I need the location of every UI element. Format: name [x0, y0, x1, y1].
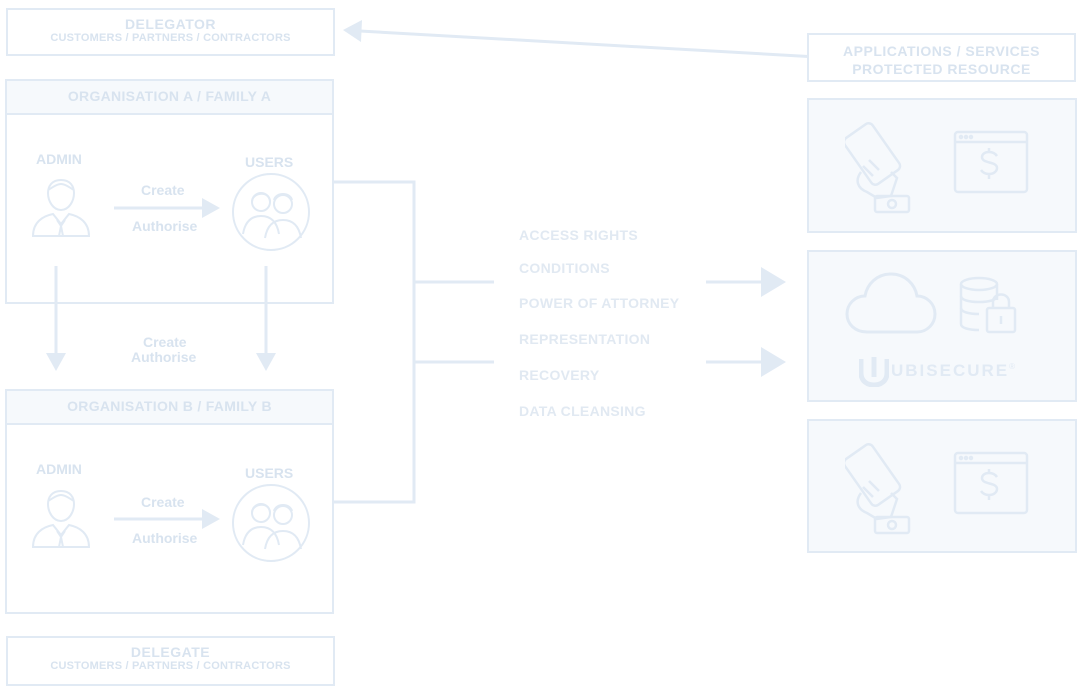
delegator-box: DELEGATOR CUSTOMERS / PARTNERS / CONTRAC…	[6, 8, 335, 56]
organisation-b-header: ORGANISATION B / FAMILY B	[5, 389, 334, 425]
org-b-authorise-label: Authorise	[132, 530, 198, 546]
users-group-icon	[232, 484, 310, 562]
delegator-subtitle: CUSTOMERS / PARTNERS / CONTRACTORS	[50, 32, 291, 44]
applications-line2: PROTECTED RESOURCE	[852, 61, 1031, 77]
rights-item-recovery: RECOVERY	[519, 367, 600, 383]
hand-phone-icon	[845, 443, 911, 535]
browser-dollar-icon	[953, 451, 1029, 515]
between-create-label: Create	[143, 334, 187, 350]
rights-item-access-rights: ACCESS RIGHTS	[519, 227, 639, 243]
between-authorise-label: Authorise	[131, 349, 197, 365]
browser-dollar-icon	[953, 130, 1029, 194]
applications-line1: APPLICATIONS / SERVICES	[843, 43, 1040, 59]
delegate-box: DELEGATE CUSTOMERS / PARTNERS / CONTRACT…	[6, 636, 335, 686]
ubisecure-brand-name: UBISECURE	[891, 361, 1010, 380]
rights-item-data-cleansing: DATA CLEANSING	[519, 403, 646, 419]
resource-panel-2: UBISECURE ®	[807, 250, 1077, 402]
ubisecure-brand-mark: ®	[1009, 362, 1016, 371]
delegator-title: DELEGATOR	[124, 16, 217, 32]
rights-item-power-of-attorney: POWER OF ATTORNEY	[519, 295, 680, 311]
org-a-admin-label: ADMIN	[36, 151, 82, 167]
delegate-subtitle: CUSTOMERS / PARTNERS / CONTRACTORS	[50, 660, 291, 672]
bracket-connector	[334, 180, 494, 504]
ubisecure-mark-icon	[859, 357, 889, 387]
cloud-icon	[845, 272, 937, 334]
org-b-create-label: Create	[141, 494, 185, 510]
rights-item-conditions: CONDITIONS	[519, 260, 610, 276]
resource-panel-3	[807, 419, 1077, 553]
arrow-admin-down	[46, 266, 66, 371]
person-icon	[31, 178, 91, 237]
ubisecure-logo: UBISECURE ®	[859, 354, 1015, 388]
org-a-authorise-label: Authorise	[132, 218, 198, 234]
delegate-title: DELEGATE	[130, 644, 211, 660]
org-b-admin-label: ADMIN	[36, 461, 82, 477]
rights-item-representation: REPRESENTATION	[519, 331, 651, 347]
arrow-a-admin-to-users	[114, 198, 220, 218]
arrow-b-admin-to-users	[114, 509, 220, 529]
applications-box: APPLICATIONS / SERVICES PROTECTED RESOUR…	[807, 33, 1076, 82]
person-icon	[31, 489, 91, 548]
org-a-users-label: USERS	[245, 154, 294, 170]
database-lock-icon	[959, 276, 1017, 334]
organisation-a-header: ORGANISATION A / FAMILY A	[5, 79, 334, 115]
hand-phone-icon	[845, 122, 911, 214]
org-b-users-label: USERS	[245, 465, 294, 481]
arrow-rights-to-resource-2	[706, 347, 786, 377]
arrow-applications-to-delegator	[343, 20, 818, 59]
arrow-rights-to-resource-1	[706, 267, 786, 297]
resource-panel-1	[807, 98, 1077, 233]
arrow-users-down	[256, 266, 276, 371]
users-group-icon	[232, 173, 310, 251]
org-a-create-label: Create	[141, 182, 185, 198]
